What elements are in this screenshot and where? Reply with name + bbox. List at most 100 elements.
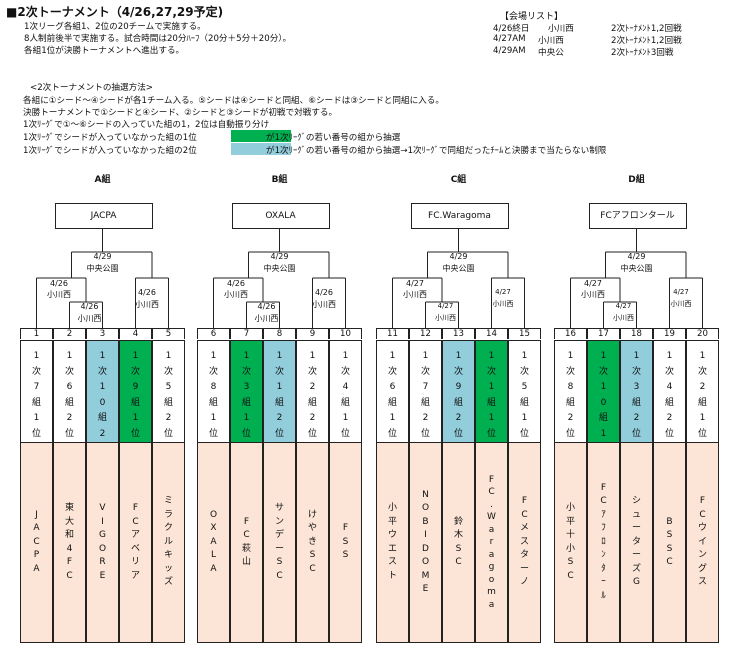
slot-origin-char: 1 (488, 351, 495, 361)
slot-team-char: r (489, 537, 494, 548)
slot-team-char: ズ (163, 577, 173, 588)
slot-origin-char: 1 (389, 351, 396, 361)
semi-right-date: 4/27 (673, 288, 689, 296)
slot-number: 4 (119, 328, 152, 339)
slot-team-char: D (422, 543, 429, 554)
slot-team-char: O (421, 557, 430, 567)
slot-origin-char: 4 (342, 382, 349, 392)
qf-venue: 小川西 (613, 314, 634, 322)
slot-origin-char: 位 (64, 428, 74, 439)
slot-origin-char: 1 (210, 413, 217, 423)
slot-origin-char: 8 (210, 382, 217, 392)
slot-origin-char: 1 (600, 351, 607, 361)
slot-team-char: ウ (697, 523, 707, 534)
slot-team-char: g (488, 562, 495, 573)
slot-origin-char: 次 (97, 366, 107, 377)
slot-origin-char: 1 (132, 413, 139, 423)
qf-venue: 小川西 (254, 314, 279, 323)
slot-team-char: I (424, 530, 427, 540)
slot-team-char: J (35, 509, 38, 520)
slot-origin-char: 2 (633, 413, 640, 423)
slot-origin-char: 組 (453, 397, 463, 408)
semi-left-venue: 小川西 (224, 290, 248, 299)
slot-team-char: S (567, 557, 574, 567)
slot-origin-char: 2 (309, 413, 316, 423)
venue-note-1: 2次ﾄｰﾅﾒﾝﾄ1,2回戦 (611, 24, 682, 34)
venue-place-2: 小川西 (538, 36, 564, 46)
slot-origin-char: 位 (130, 428, 140, 439)
qf-venue: 小川西 (77, 314, 102, 323)
slot-team-char: 4 (66, 543, 73, 554)
slot-team-char: ﾙ (601, 590, 606, 601)
semi-right-venue: 小川西 (492, 300, 514, 308)
semi-left-venue: 小川西 (403, 290, 427, 299)
slot-number: 1 (20, 328, 53, 339)
semi-left-date: 4/27 (584, 279, 602, 288)
header-line-3: 各組1位が決勝トーナメントへ進出する。 (24, 46, 185, 56)
slot-team-char: F (488, 474, 495, 485)
slot-origin-char: 次 (340, 366, 350, 377)
slot-team-char: ﾝ (601, 550, 606, 561)
slot-team-char: G (99, 530, 106, 540)
slot-team-char: ア (130, 530, 140, 540)
slot-origin-char: 位 (208, 428, 218, 439)
slot-team-char: a (488, 549, 495, 560)
rules-line-1: 各組に①シード～④シードが各1チーム入る。⑤シードは④シードと同組、⑥シードは③… (23, 96, 444, 106)
final-date: 4/29 (270, 252, 289, 261)
slot-origin-char: 位 (697, 428, 707, 439)
legend-green-swatch (231, 130, 291, 142)
semi-right-venue: 小川西 (135, 300, 159, 309)
slot-origin-char: 2 (165, 413, 172, 423)
slot-origin-char: 位 (307, 428, 317, 439)
slot-team-char: B (422, 516, 429, 527)
slot-team-char: C (600, 496, 607, 507)
legend-text-2: が1次ﾘｰｸﾞの若い番号の組から抽選→1次ﾘｰｸﾞで同組だったﾁｰﾑと決勝まで当… (266, 146, 607, 156)
slot-origin-char: 次 (519, 366, 529, 377)
slot-origin-char: 位 (340, 428, 350, 439)
slot-origin-char: 1 (342, 351, 349, 361)
slot-origin-char: 次 (130, 366, 140, 377)
slot-origin-char: 組 (598, 413, 608, 423)
slot-number: 20 (686, 328, 719, 339)
slot-origin-char: 組 (274, 397, 284, 408)
slot-origin-char: 2 (309, 382, 316, 392)
semi-right-venue: 小川西 (670, 300, 692, 308)
semi-left-venue: 小川西 (47, 290, 71, 299)
slot-origin-char: 位 (664, 428, 674, 439)
slot-team-char: C (243, 530, 250, 540)
slot-origin-char: 2 (276, 413, 283, 423)
slot-origin: 1次10組1位 (587, 340, 620, 454)
slot-team-char: ラ (163, 509, 173, 520)
slot-number: 14 (475, 328, 508, 339)
slot-team-char: シ (631, 496, 641, 507)
slot-number: 8 (263, 328, 296, 339)
slot-team-char: サ (274, 503, 284, 513)
slot-team-char: ル (163, 536, 173, 547)
slot-origin-char: 次 (31, 366, 41, 377)
slot-number: 17 (587, 328, 620, 339)
slot-origin-char: 1 (276, 382, 283, 392)
slot-team-char: V (99, 503, 106, 513)
rules-title: <2次トーナメントの抽選方法> (30, 83, 153, 93)
slot-origin-char: 次 (697, 366, 707, 377)
slot-team-char: 和 (64, 530, 74, 540)
slot-origin-char: 組 (519, 397, 529, 408)
slot-team-char: 山 (241, 557, 251, 567)
slot-origin-char: 位 (565, 428, 575, 439)
slot-team-char: A (210, 563, 217, 574)
slot-team-char: ベ (130, 543, 140, 554)
slot-team-char: P (33, 550, 40, 561)
semi-right-date: 4/26 (138, 288, 156, 297)
group-seed-team: FC.Waragoma (410, 203, 509, 229)
slot-origin-char: 次 (387, 366, 397, 377)
venue-note-3: 2次ﾄｰﾅﾒﾝﾄ3回戦 (611, 48, 674, 58)
slot-origin-char: 1 (567, 351, 574, 361)
